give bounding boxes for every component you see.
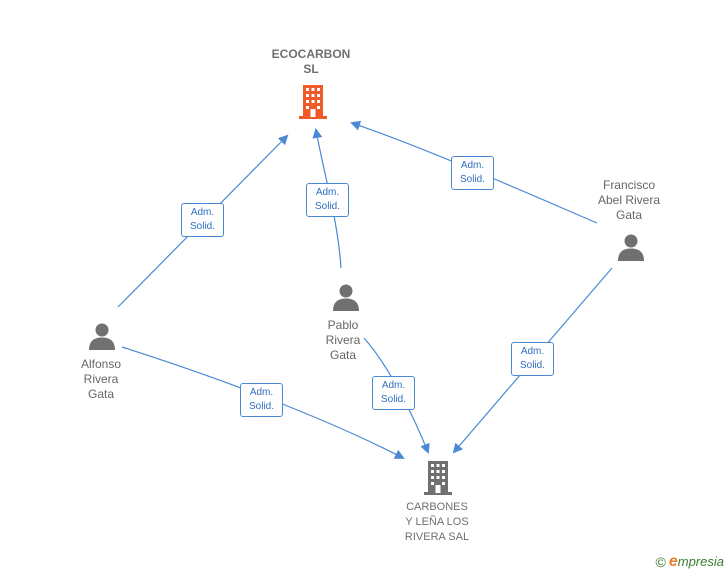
brand-logo[interactable]: © empresia bbox=[656, 553, 724, 571]
building-icon[interactable] bbox=[422, 460, 454, 496]
edge-label-line: Adm. bbox=[315, 187, 340, 198]
person-icon[interactable] bbox=[617, 233, 645, 261]
node-label-alfonso[interactable]: Alfonso Rivera Gata bbox=[81, 357, 121, 402]
edge-label-pablo-carbones[interactable]: Adm. Solid. bbox=[372, 376, 415, 410]
edge-label-francisco-carbones[interactable]: Adm. Solid. bbox=[511, 342, 554, 376]
node-label-line: Rivera bbox=[83, 372, 119, 386]
edge-label-line: Adm. bbox=[381, 380, 406, 391]
node-label-line: Gata bbox=[615, 208, 642, 222]
node-label-line: ECOCARBON bbox=[271, 47, 351, 61]
edge-label-line: Solid. bbox=[519, 360, 545, 371]
person-icon[interactable] bbox=[88, 322, 116, 350]
node-label-ecocarbon[interactable]: ECOCARBON SL bbox=[272, 47, 351, 77]
edge-label-line: Adm. bbox=[190, 207, 215, 218]
edge-label-line: Solid. bbox=[189, 221, 215, 232]
node-label-line: Gata bbox=[87, 387, 114, 401]
building-icon[interactable] bbox=[297, 84, 329, 120]
node-label-line: Pablo bbox=[327, 318, 359, 332]
node-label-carbones[interactable]: CARBONES Y LEÑA LOS RIVERA SAL bbox=[405, 500, 469, 545]
person-icon[interactable] bbox=[332, 283, 360, 311]
brand-e: e bbox=[668, 553, 678, 570]
node-label-line: Gata bbox=[329, 348, 356, 362]
edge-label-line: Solid. bbox=[380, 394, 406, 405]
copyright-icon: © bbox=[655, 554, 666, 570]
edge-label-pablo-ecocarbon[interactable]: Adm. Solid. bbox=[306, 183, 349, 217]
edge-label-line: Adm. bbox=[460, 160, 485, 171]
edge-label-line: Solid. bbox=[314, 201, 340, 212]
node-label-line: SL bbox=[303, 62, 319, 76]
node-label-line: Francisco bbox=[602, 178, 655, 192]
node-label-line: Rivera bbox=[325, 333, 361, 347]
edge-label-line: Adm. bbox=[520, 346, 545, 357]
node-label-line: Alfonso bbox=[80, 357, 122, 371]
node-label-pablo[interactable]: Pablo Rivera Gata bbox=[326, 318, 361, 363]
brand-name: mpresia bbox=[677, 554, 724, 569]
node-label-line: Abel Rivera bbox=[597, 193, 661, 207]
edge-label-line: Solid. bbox=[248, 401, 274, 412]
node-label-line: Y LEÑA LOS bbox=[405, 516, 469, 528]
edge-label-alfonso-ecocarbon[interactable]: Adm. Solid. bbox=[181, 203, 224, 237]
edge-label-alfonso-carbones[interactable]: Adm. Solid. bbox=[240, 383, 283, 417]
edge-label-line: Adm. bbox=[249, 387, 274, 398]
node-label-francisco[interactable]: Francisco Abel Rivera Gata bbox=[598, 178, 660, 223]
node-label-line: RIVERA SAL bbox=[404, 531, 470, 543]
edge-label-francisco-ecocarbon[interactable]: Adm. Solid. bbox=[451, 156, 494, 190]
edge-label-line: Solid. bbox=[459, 174, 485, 185]
node-label-line: CARBONES bbox=[406, 501, 468, 513]
